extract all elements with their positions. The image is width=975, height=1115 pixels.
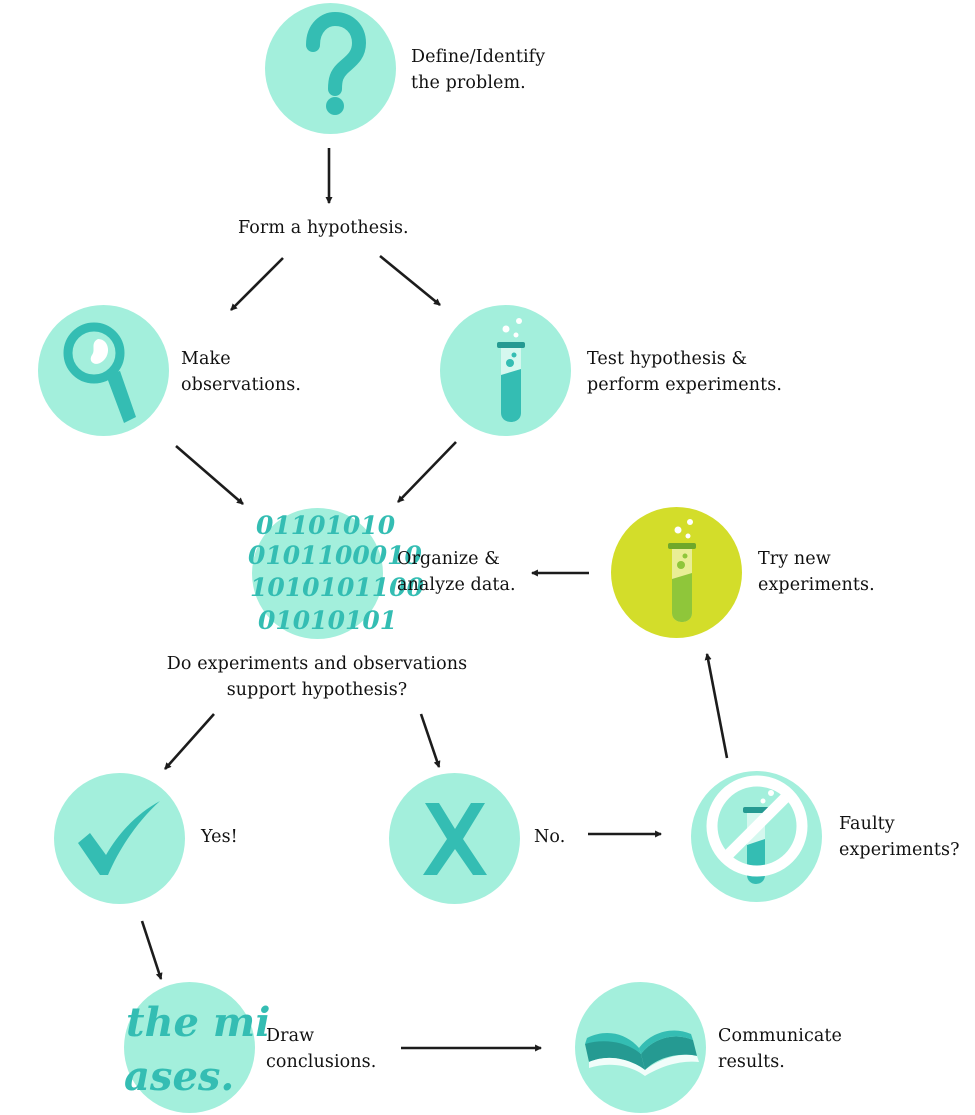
define-circle [265, 3, 396, 134]
no-test-tube-icon [706, 775, 808, 884]
arrow-hypothesis-to-test [379, 254, 441, 307]
question-mark-icon [306, 11, 367, 115]
analyze-circle: 01101010 0101100010 1010101100 01010101 [248, 508, 425, 639]
no-label: No. [534, 827, 566, 847]
trynew-circle [611, 507, 742, 638]
hypothesis-label: Form a hypothesis. [238, 218, 409, 238]
no-circle [389, 773, 520, 904]
svg-text:01010101: 01010101 [258, 606, 397, 635]
analyze-label: Organize & analyze data. [397, 549, 516, 595]
svg-text:1010101100: 1010101100 [250, 573, 425, 602]
svg-text:ases.: ases. [124, 1053, 234, 1100]
define-label: Define/Identify the problem. [411, 47, 546, 93]
arrow-hypothesis-to-observe [230, 257, 284, 311]
conclude-label: Draw conclusions. [266, 1026, 377, 1072]
yes-circle [54, 773, 185, 904]
arrow-test-to-analyze [397, 441, 457, 503]
x-mark-icon [423, 803, 487, 875]
svg-text:01101010: 01101010 [256, 511, 396, 540]
script-text-icon: the mi ases. [124, 999, 270, 1100]
faulty-label: Faulty experiments? [839, 814, 960, 860]
question-label: Do experiments and observations support … [166, 654, 468, 700]
faulty-circle [691, 771, 822, 902]
arrow-question-to-yes [164, 713, 215, 770]
yes-label: Yes! [201, 827, 238, 847]
trynew-label: Try new experiments. [758, 549, 875, 595]
svg-text:the mi: the mi [126, 999, 270, 1046]
observe-circle [38, 305, 169, 436]
arrow-yes-to-conclude [140, 920, 163, 980]
arrow-faulty-to-trynew [704, 652, 729, 759]
observe-label: Make observations. [181, 349, 302, 395]
checkmark-icon [78, 801, 160, 875]
test-tube-icon [668, 519, 696, 622]
arrow-question-to-no [419, 713, 441, 768]
magnifying-glass-icon [63, 322, 136, 423]
conclude-circle: the mi ases. [124, 982, 270, 1113]
test-tube-icon [497, 318, 525, 422]
communicate-circle [575, 982, 706, 1113]
arrow-observe-to-analyze [175, 445, 244, 505]
binary-data-icon: 01101010 0101100010 1010101100 01010101 [248, 511, 425, 635]
test-circle [440, 305, 571, 436]
test-label: Test hypothesis & perform experiments. [587, 349, 783, 395]
svg-text:0101100010: 0101100010 [248, 541, 423, 570]
open-book-icon [585, 1030, 699, 1076]
communicate-label: Communicate results. [718, 1026, 842, 1072]
